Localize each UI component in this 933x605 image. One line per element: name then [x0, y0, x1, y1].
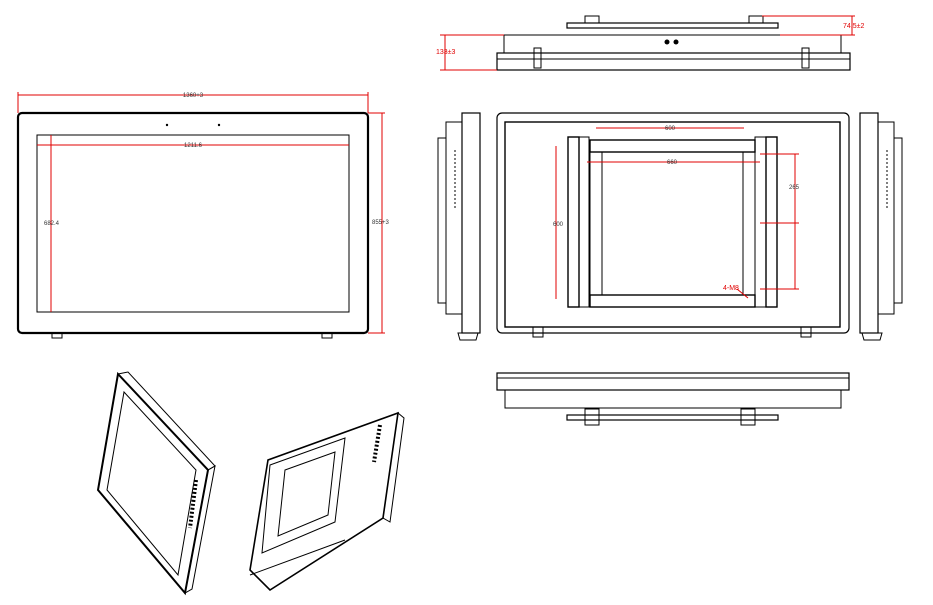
screw-note-label: 4-M8	[723, 285, 739, 292]
top-view: 74.5±2 133±3	[436, 15, 864, 71]
isometric-rear-view	[249, 411, 405, 592]
overall-height-label: 855+3	[372, 220, 390, 226]
front-view: 1360+3 1211.6 682.4 855+3	[16, 92, 390, 339]
right-side-view	[859, 112, 903, 341]
bracket-depth-label: 74.5±2	[843, 23, 864, 30]
left-side-view	[437, 112, 481, 341]
screen-width-label: 1211.6	[184, 143, 203, 149]
overall-width-label: 1360+3	[183, 93, 204, 99]
body-depth-label: 133±3	[436, 49, 456, 56]
hole-spacing-label: 265	[789, 185, 800, 191]
rail-width-label: 660	[667, 160, 678, 166]
isometric-front-view	[96, 371, 216, 596]
vesa-height-label: 600	[553, 222, 564, 228]
screen-height-label: 682.4	[44, 221, 60, 227]
vesa-width-label: 600	[665, 126, 676, 132]
bottom-view	[496, 372, 850, 426]
rear-view: 600 660 600 265 4-M8	[496, 112, 850, 338]
